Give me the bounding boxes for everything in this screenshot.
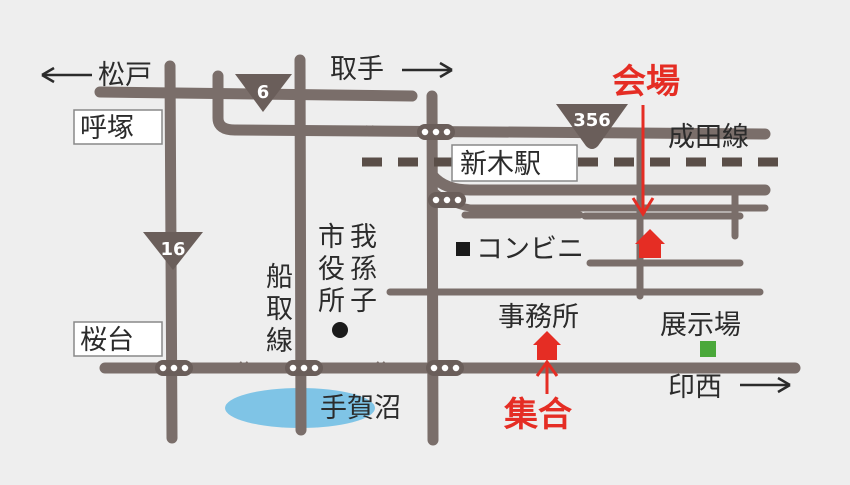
svg-text:我: 我 <box>350 222 377 253</box>
svg-text:役: 役 <box>318 254 345 285</box>
svg-text:船: 船 <box>266 262 293 293</box>
svg-text:子: 子 <box>350 286 377 317</box>
kaijo-marker <box>635 229 665 258</box>
overpass-marks <box>239 125 387 371</box>
convenience-store: コンビニ <box>456 234 584 265</box>
traffic-signals <box>155 124 466 376</box>
svg-text:線: 線 <box>266 326 293 357</box>
jimusho-label: 事務所 <box>498 302 579 333</box>
svg-text:356: 356 <box>573 110 611 131</box>
jimusho-marker <box>533 331 561 360</box>
kaijo-label: 会場 <box>612 62 680 102</box>
tenjijo-marker <box>700 341 716 357</box>
toride-direction: 取手 <box>330 54 453 85</box>
convenience-label: コンビニ <box>476 234 584 265</box>
shugo-label: 集合 <box>503 395 572 435</box>
shin-kiba-station-sign: 新木駅 <box>451 144 578 182</box>
teganuma-label: 手賀沼 <box>320 393 401 424</box>
yobizuka-label: 呼塚 <box>80 113 134 144</box>
route-6-shield: 6 <box>235 74 292 112</box>
city-office-marker <box>332 322 348 338</box>
shugo-arrow <box>535 359 559 394</box>
toride-label: 取手 <box>330 54 384 85</box>
kaijo-arrow <box>631 105 655 217</box>
inzai-direction: 印西 <box>668 372 791 403</box>
sakuradai-label: 桜台 <box>80 325 134 356</box>
inzai-label: 印西 <box>668 372 722 403</box>
funatori-line-label: 船 取 線 <box>266 262 293 357</box>
matsudo-label: 松戸 <box>98 60 152 91</box>
svg-text:6: 6 <box>257 82 270 103</box>
narita-line-label: 成田線 <box>668 122 749 153</box>
svg-text:16: 16 <box>160 239 185 260</box>
svg-text:市: 市 <box>318 222 345 253</box>
yobizuka-sign: 呼塚 <box>73 109 163 145</box>
sakuradai-sign: 桜台 <box>73 321 163 357</box>
city-office: 市 我 役 孫 所 子 <box>318 222 377 338</box>
route-16-shield: 16 <box>143 232 203 270</box>
svg-text:孫: 孫 <box>350 254 377 285</box>
shin-kiba-station-label: 新木駅 <box>460 149 541 180</box>
matsudo-direction: 松戸 <box>41 60 152 91</box>
tenjijo-label: 展示場 <box>660 310 741 341</box>
svg-text:取: 取 <box>266 294 293 325</box>
route-356-shield: 356 <box>556 104 628 149</box>
svg-text:所: 所 <box>318 286 345 317</box>
